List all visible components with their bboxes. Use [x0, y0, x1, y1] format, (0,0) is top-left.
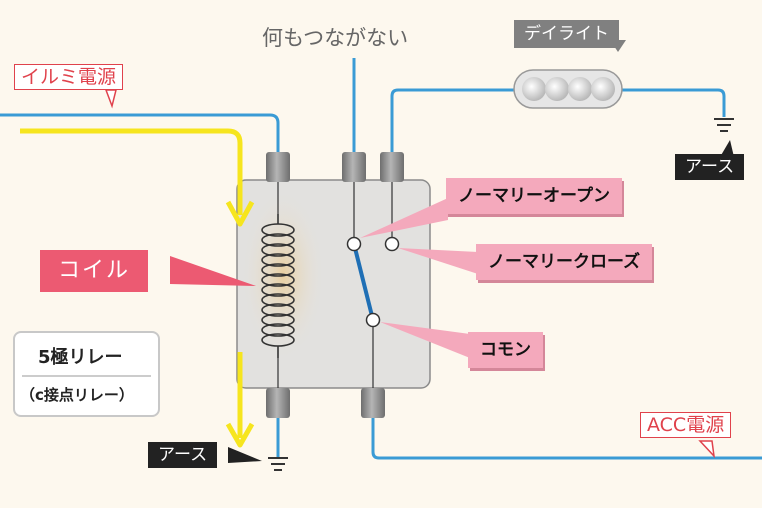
ground-icon	[268, 457, 288, 471]
common-label: コモン	[468, 332, 543, 368]
relay-title: 5極リレー	[38, 347, 123, 368]
closed-contact	[384, 236, 400, 252]
coil-label: コイル	[40, 250, 149, 292]
current-arrows	[20, 128, 255, 448]
ground-icon	[714, 118, 734, 132]
daylight-label: デイライト	[514, 20, 619, 48]
earth-label-right: アース	[675, 154, 745, 180]
open-contact	[346, 236, 362, 252]
daylight-wire	[390, 88, 520, 152]
acc-power-label: ACC電源	[640, 412, 732, 438]
acc-wire	[371, 416, 762, 460]
normally-closed-label: ノーマリークローズ	[476, 244, 653, 280]
daylight-earth-wire	[620, 88, 726, 117]
wires	[0, 58, 762, 460]
illumi-power-label: イルミ電源	[14, 64, 124, 90]
relay-legend-box	[13, 331, 160, 417]
illumi-wire	[0, 113, 280, 152]
no-connection-label: 何もつながない	[262, 26, 409, 50]
daylight-lamp-icon	[513, 69, 623, 109]
terminal-pins	[266, 152, 404, 418]
coil-icon	[261, 214, 295, 358]
callout-pointers	[104, 40, 734, 463]
normally-open-label: ノーマリーオープン	[446, 178, 622, 214]
switch-blade	[352, 243, 375, 321]
earth-label-bottom: アース	[148, 442, 218, 468]
relay-subtitle: （c接点リレー）	[20, 386, 134, 404]
common-contact	[365, 312, 381, 328]
